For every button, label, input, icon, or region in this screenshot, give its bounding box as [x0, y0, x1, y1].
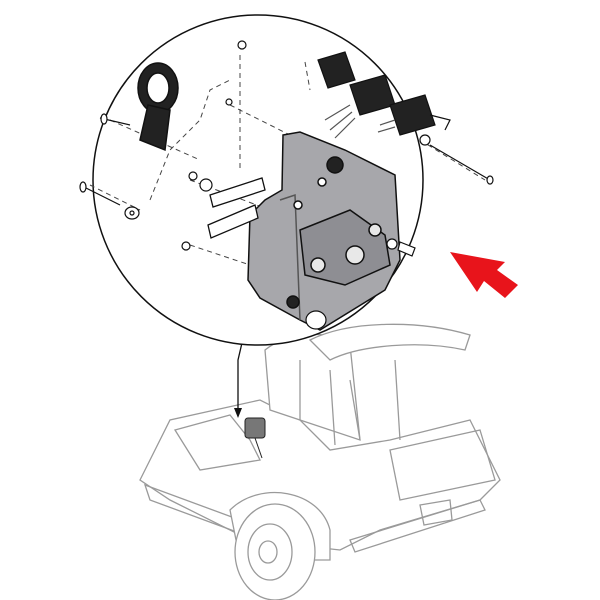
golf-cart [139, 323, 501, 600]
pedal-cam-arm [137, 62, 179, 152]
switch-location-on-cart [244, 417, 266, 459]
fasteners [79, 40, 494, 330]
switch-housing [247, 131, 401, 331]
mounting-brackets [207, 177, 266, 239]
red-indicator-arrow [450, 252, 518, 298]
wheel [234, 503, 316, 600]
micro-switches [317, 51, 451, 139]
